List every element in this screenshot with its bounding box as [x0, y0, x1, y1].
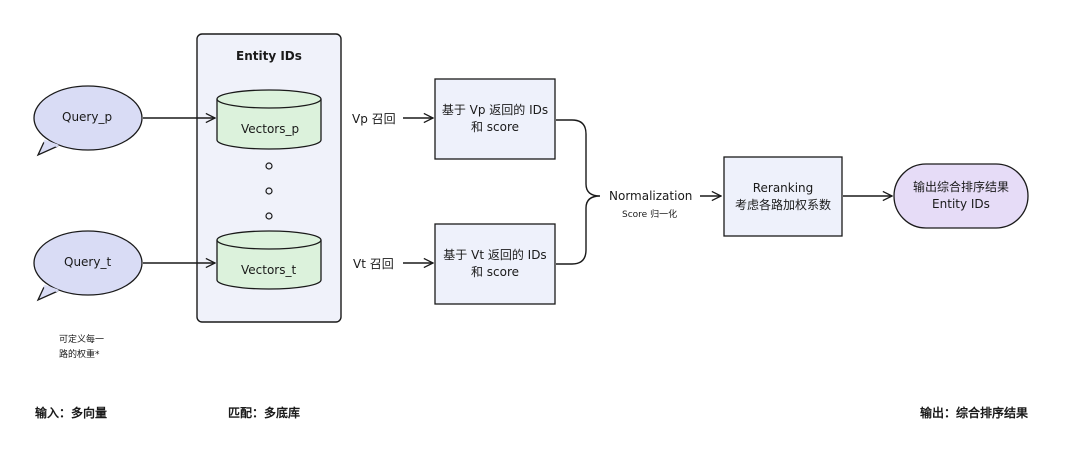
merge-brace	[556, 119, 601, 265]
reranking-line1: Reranking	[752, 180, 814, 195]
vectors-t-cylinder	[216, 230, 322, 290]
query-t-label: Query_t	[64, 255, 112, 269]
output-line2: Entity IDs	[932, 197, 990, 211]
output-pill	[893, 163, 1029, 229]
vt-result-text: 基于 Vt 返回的 IDs 和 score	[435, 224, 555, 304]
vt-recall-label: Vt 召回	[353, 257, 394, 271]
vectors-p-cylinder	[216, 89, 322, 150]
output-line1: 输出综合排序结果	[912, 180, 1009, 194]
output-text: 输出综合排序结果 Entity IDs	[894, 164, 1028, 228]
vt-result-box	[434, 223, 556, 305]
ellipsis-dot	[265, 212, 273, 220]
caption-match: 匹配：多底库	[228, 406, 301, 420]
vp-recall-label: Vp 召回	[352, 112, 396, 126]
vectors-p-label: Vectors_p	[241, 122, 300, 136]
reranking-text: Reranking 考虑各路加权系数	[724, 157, 842, 236]
normalization-label: Normalization	[609, 189, 693, 203]
query-p-label: Query_p	[62, 110, 113, 124]
vp-result-line2: 和 score	[470, 120, 520, 134]
vt-result-line2: 和 score	[470, 265, 520, 279]
weight-note-line1: 可定义每一	[59, 335, 105, 345]
vp-result-line1: 基于 Vp 返回的 IDs	[441, 103, 549, 117]
reranking-box	[723, 156, 843, 237]
ellipsis-dot	[265, 187, 273, 195]
normalization-sublabel: Score 归一化	[622, 210, 678, 220]
vp-result-box	[434, 78, 556, 160]
caption-input: 输入：多向量	[35, 406, 108, 420]
query-p-bubble	[33, 85, 143, 157]
vt-result-line1: 基于 Vt 返回的 IDs	[443, 248, 547, 262]
vp-result-text: 基于 Vp 返回的 IDs 和 score	[435, 79, 555, 159]
entity-db-title: Entity IDs	[236, 49, 302, 63]
caption-output: 输出：综合排序结果	[920, 406, 1029, 420]
weight-note-line2: 路的权重*	[59, 350, 100, 360]
reranking-line2: 考虑各路加权系数	[734, 197, 831, 212]
vectors-t-label: Vectors_t	[241, 263, 297, 277]
query-t-bubble	[33, 230, 143, 302]
ellipsis-dot	[265, 162, 273, 170]
